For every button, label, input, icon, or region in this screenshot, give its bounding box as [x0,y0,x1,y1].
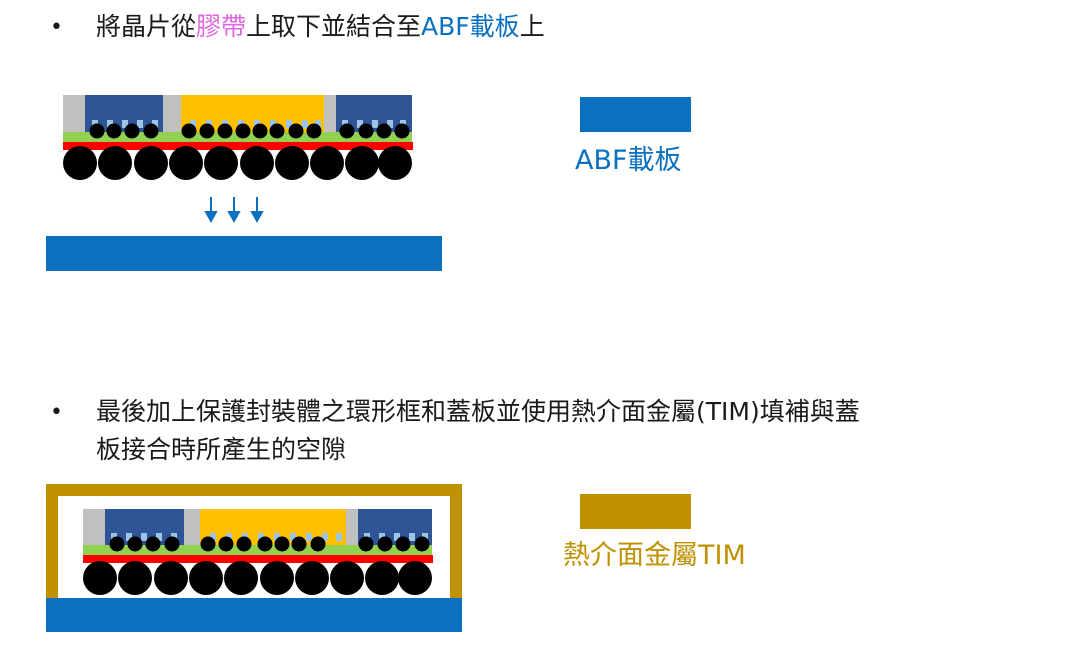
step1-text-tape: 膠帶 [196,12,247,41]
abf-substrate-2 [46,598,462,632]
step2-text-line2: 板接合時所產生的空隙 [96,435,347,464]
legend-swatch-abf [580,97,691,132]
interposer [63,132,412,142]
legend-label-abf: ABF載板 [575,145,682,176]
step1-text-b: 上取下並結合至 [246,12,422,41]
step1-text-abf: ABF載板 [421,12,520,41]
bullet-dot-2: • [50,400,63,425]
step1-package-diagram [46,95,691,271]
step1-text-a: 將晶片從 [96,12,197,41]
legend-swatch-tim [580,494,691,529]
legend-label-tim: 熱介面金屬TIM [563,540,746,571]
down-arrow-icon [204,197,264,224]
mold-mid-right [324,95,336,133]
abf-substrate [46,236,442,271]
mold-left [63,95,85,133]
step2-text-line1: 最後加上保護封裝體之環形框和蓋板並使用熱介面金屬(TIM)填補與蓋 [96,397,860,426]
step1-text-c: 上 [519,12,545,41]
solder-balls [63,146,412,180]
micro-bumps [89,123,410,139]
bullet-dot-1: • [50,15,63,40]
mold-mid-left [163,95,181,133]
red-layer [63,142,413,150]
step1-text: 將晶片從膠帶上取下並結合至ABF載板上 [96,10,545,44]
